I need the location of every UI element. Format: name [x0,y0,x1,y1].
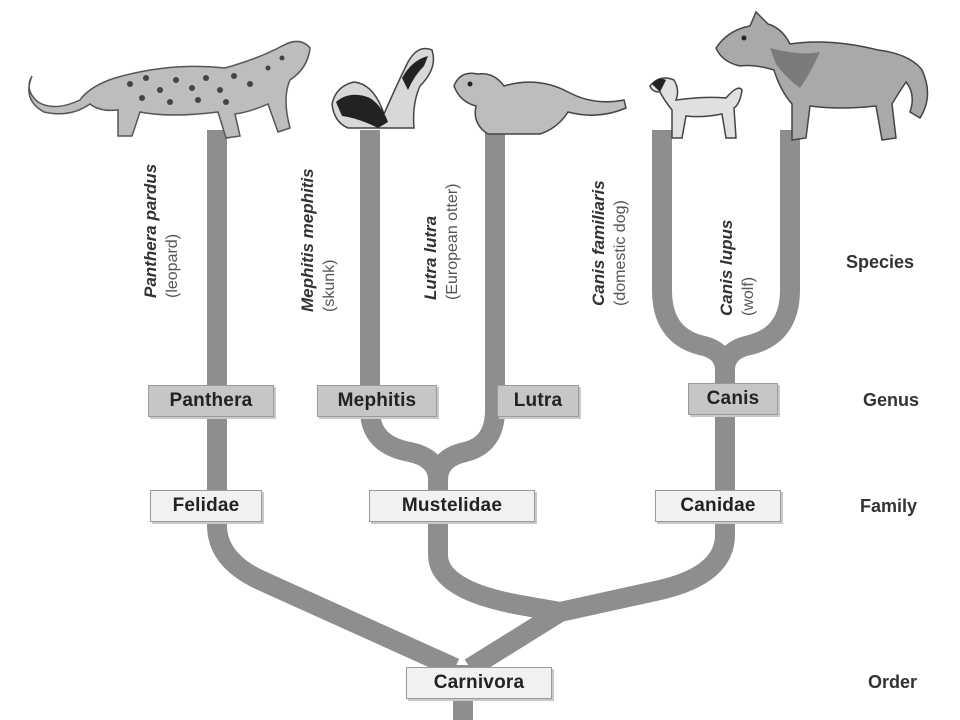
wolf-illustration [715,10,929,141]
dog-illustration [649,77,743,139]
rank-label-order: Order [868,672,918,692]
rank-label-genus: Genus [863,390,920,410]
genus-box-lutra: Lutra [497,385,579,417]
leopard-illustration [28,40,311,139]
branch-canidae [557,370,735,622]
branch-caniform [464,603,566,677]
species-common-name: (wolf) [740,276,757,316]
species-label-lutra-lutra: Lutra lutra (European otter) [420,183,464,300]
species-common-name: (leopard) [164,233,181,298]
species-common-name: (domestic dog) [612,200,629,306]
rank-label-species: Species [846,252,915,272]
family-box-canidae: Canidae [655,490,781,522]
family-box-mustelidae: Mustelidae [369,490,535,522]
species-common-name: (European otter) [444,183,461,300]
species-scientific-name: Mephitis mephitis [298,168,317,312]
genus-box-panthera: Panthera [148,385,274,417]
branch-mustelidae [428,480,562,622]
species-common-name: (skunk) [321,259,338,312]
branch-lutra [428,130,505,481]
species-label-canis-familiaris: Canis familiaris (domestic dog) [588,180,632,306]
otter-illustration [453,72,627,135]
order-box-carnivora: Carnivora [406,667,552,699]
species-scientific-name: Lutra lutra [421,215,440,300]
species-scientific-name: Canis familiaris [589,180,608,306]
genus-box-mephitis: Mephitis [317,385,437,417]
species-scientific-name: Panthera pardus [141,163,160,298]
genus-box-canis: Canis [688,383,778,415]
species-label-mephitis-mephitis: Mephitis mephitis (skunk) [297,168,341,312]
species-label-panthera-pardus: Panthera pardus (leopard) [140,164,184,298]
family-box-felidae: Felidae [150,490,262,522]
species-scientific-name: Canis lupus [717,219,736,316]
rank-label-family: Family [860,496,918,516]
skunk-illustration [331,47,435,129]
branch-wolf [715,130,800,371]
branch-panthera [207,130,460,678]
species-label-canis-lupus: Canis lupus (wolf) [716,220,760,316]
